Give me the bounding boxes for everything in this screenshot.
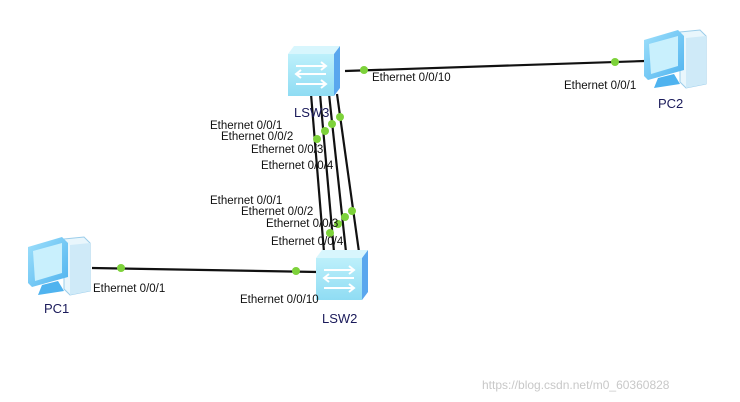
pc2-label: PC2: [658, 96, 683, 111]
port-label: Ethernet 0/0/10: [372, 72, 451, 84]
port-dot: [292, 267, 300, 275]
port-label: Ethernet 0/0/3: [251, 144, 323, 156]
port-dot: [334, 220, 342, 228]
switch-lsw2-icon[interactable]: [315, 249, 369, 301]
lsw2-label: LSW2: [322, 311, 357, 326]
port-dot: [611, 58, 619, 66]
port-dot: [348, 207, 356, 215]
port-label: Ethernet 0/0/1: [210, 195, 282, 207]
port-label: Ethernet 0/0/10: [240, 294, 319, 306]
port-dot: [117, 264, 125, 272]
link-lsw3-pc2[interactable]: [344, 59, 646, 73]
port-dot: [321, 127, 329, 135]
port-label: Ethernet 0/0/3: [266, 218, 338, 230]
lsw3-label: LSW3: [294, 105, 329, 120]
port-dot: [328, 120, 336, 128]
port-label: Ethernet 0/0/2: [221, 131, 293, 143]
port-label: Ethernet 0/0/1: [210, 120, 282, 132]
port-dot: [326, 229, 334, 237]
port-label: Ethernet 0/0/1: [93, 283, 165, 295]
port-label: Ethernet 0/0/4: [261, 160, 334, 172]
pc1-icon[interactable]: [27, 236, 91, 296]
switch-lsw3-icon[interactable]: [287, 45, 341, 97]
port-label: Ethernet 0/0/1: [564, 80, 636, 92]
link-lsw3-lsw2-2[interactable]: [318, 93, 336, 253]
port-dot: [336, 113, 344, 121]
port-label: Ethernet 0/0/4: [271, 236, 344, 248]
port-label: Ethernet 0/0/2: [241, 206, 313, 218]
port-dot: [360, 66, 368, 74]
watermark: https://blog.csdn.net/m0_60360828: [482, 378, 670, 392]
link-lsw3-lsw2-1[interactable]: [309, 93, 326, 253]
pc2-icon[interactable]: [643, 29, 707, 89]
port-dot: [341, 213, 349, 221]
link-pc1-lsw2[interactable]: [91, 266, 319, 274]
pc1-label: PC1: [44, 301, 69, 316]
port-dot: [313, 135, 321, 143]
